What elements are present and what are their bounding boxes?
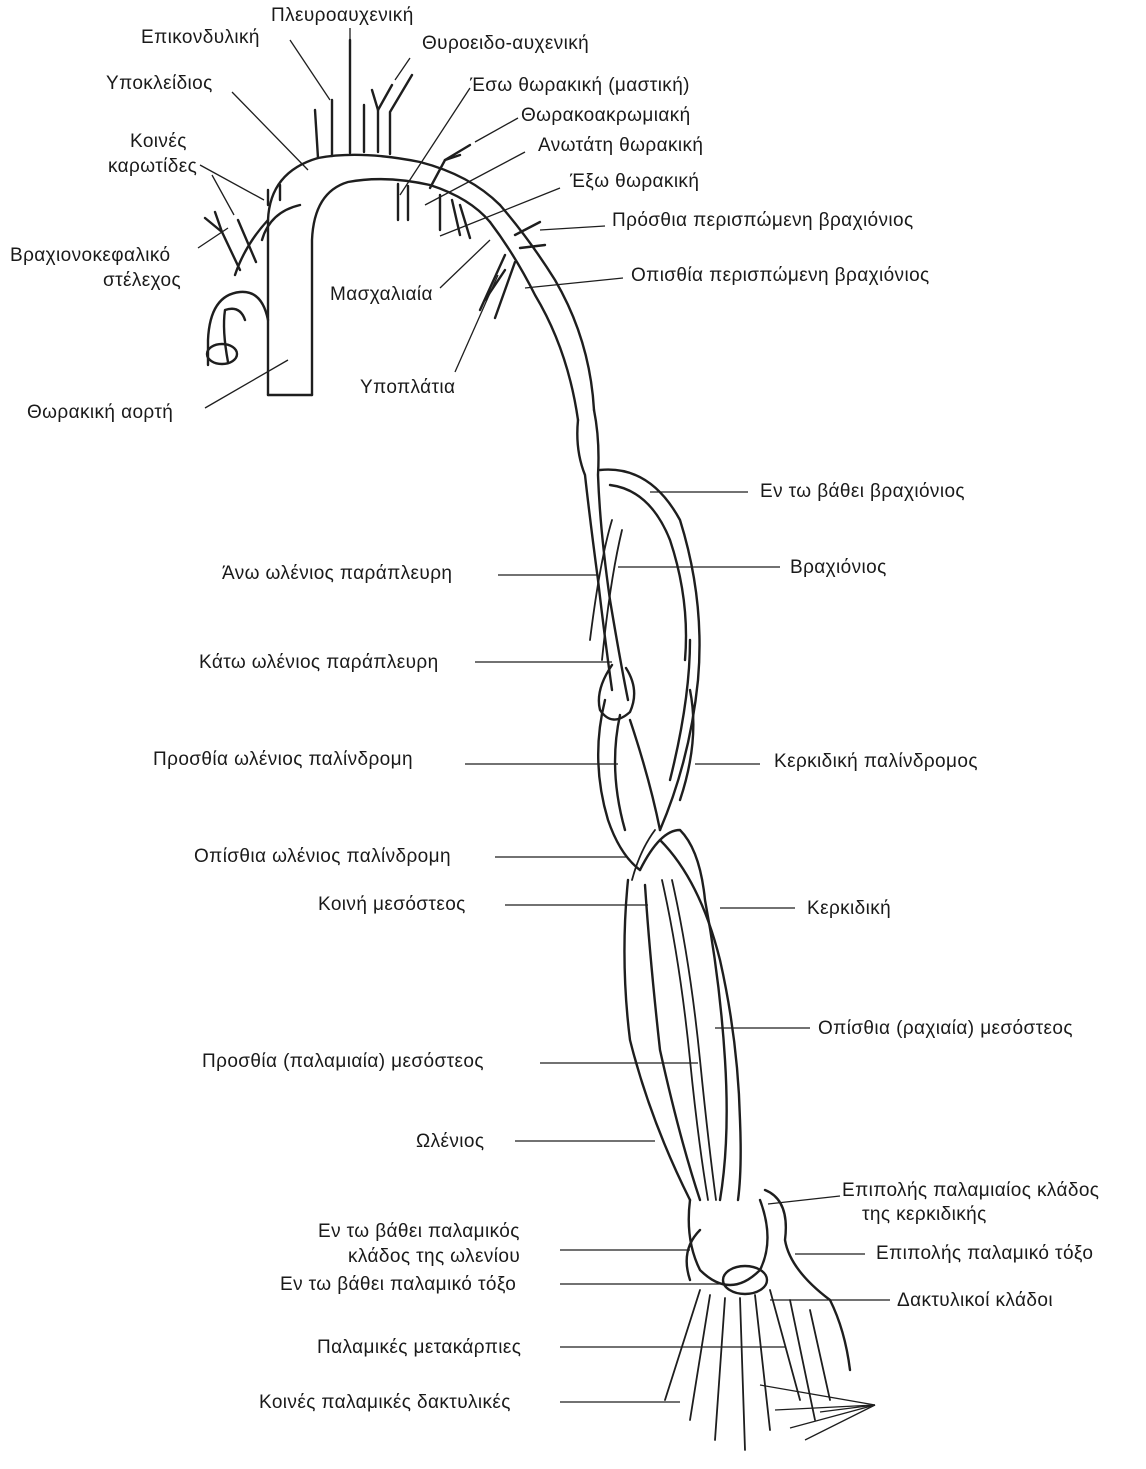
- label-opisthia-olenios-palindromi: Οπίσθια ωλένιος παλίνδρομη: [194, 845, 451, 868]
- label-kerkidiki-palindromos: Κερκιδική παλίνδρομος: [774, 750, 978, 773]
- label-koini-mesosteos: Κοινή μεσόστεος: [318, 893, 466, 916]
- label-exo-thorakiki: Έξω θωρακική: [570, 170, 699, 193]
- forearm-arteries: [624, 830, 740, 1200]
- label-epikondyliki: Επικονδυλική: [141, 26, 260, 49]
- label-thyroeido-auxeniki: Θυροειδο-αυχενική: [422, 32, 589, 55]
- label-brachiokefaliko-2: στέλεχος: [103, 269, 181, 292]
- label-vathys-klados-1: Εν τω βάθει παλαμικός: [318, 1220, 520, 1243]
- hand-arteries: [665, 1190, 850, 1450]
- label-kerkidiki: Κερκιδική: [807, 897, 891, 920]
- label-ypokleidios: Υποκλείδιος: [106, 72, 213, 95]
- label-ypoplatia: Υποπλάτια: [360, 376, 455, 399]
- label-eso-thorakiki: Έσω θωρακική (μαστική): [470, 74, 690, 97]
- label-ano-olenios: Άνω ωλένιος παράπλευρη: [222, 562, 452, 585]
- label-daktylikoi: Δακτυλικοί κλάδοι: [897, 1289, 1053, 1312]
- axillary-artery: [480, 205, 594, 420]
- label-vrachionios: Βραχιόνιος: [790, 556, 887, 579]
- aortic-arch: [207, 155, 500, 395]
- label-epipolis-klados-2: της κερκιδικής: [862, 1203, 987, 1226]
- label-masxalaia: Μασχαλιαία: [330, 283, 433, 306]
- label-koines-karotides-1: Κοινές: [130, 130, 187, 153]
- label-anotati-thorakiki: Ανωτάτη θωρακική: [538, 134, 703, 157]
- label-prosthia-perispomeni: Πρόσθια περισπώμενη βραχιόνιος: [612, 209, 914, 232]
- label-thorakiki-aorti: Θωρακική αορτή: [27, 401, 173, 424]
- label-koines-daktylikes: Κοινές παλαμικές δακτυλικές: [259, 1391, 511, 1414]
- label-prosthia-palamiaia-mesosteos: Προσθία (παλαμιαία) μεσόστεος: [202, 1050, 484, 1073]
- label-epipolis-klados-1: Επιπολής παλαμιαίος κλάδος: [842, 1179, 1099, 1202]
- label-kato-olenios: Κάτω ωλένιος παράπλευρη: [199, 651, 439, 674]
- label-prosthia-olenios-palindromi: Προσθία ωλένιος παλίνδρομη: [153, 748, 413, 771]
- label-metakarpies: Παλαμικές μετακάρπιες: [317, 1336, 521, 1359]
- label-epipolis-toxo: Επιπολής παλαμικό τόξο: [876, 1242, 1093, 1265]
- label-koines-karotides-2: καρωτίδες: [108, 155, 197, 178]
- label-brachiokefaliko-1: Βραχιονοκεφαλικό: [10, 244, 171, 267]
- label-opisthia-rachiaia-mesosteos: Οπίσθια (ραχιαία) μεσόστεος: [818, 1017, 1073, 1040]
- label-olenios: Ωλένιος: [416, 1130, 484, 1153]
- label-vathy-toxo: Εν τω βάθει παλαμικό τόξο: [280, 1273, 516, 1296]
- label-pleuroauxeniki: Πλευροαυχενική: [271, 4, 414, 27]
- label-vathys-klados-2: κλάδος της ωλενίου: [348, 1245, 520, 1268]
- brachial-artery: [577, 410, 699, 870]
- label-thorakoakromiaki: Θωρακοακρωμιακή: [521, 104, 691, 127]
- label-en-to-vathei-vrachionios: Εν τω βάθει βραχιόνιος: [760, 480, 965, 503]
- label-opisthia-perispomeni: Οπισθία περισπώμενη βραχιόνιος: [631, 264, 930, 287]
